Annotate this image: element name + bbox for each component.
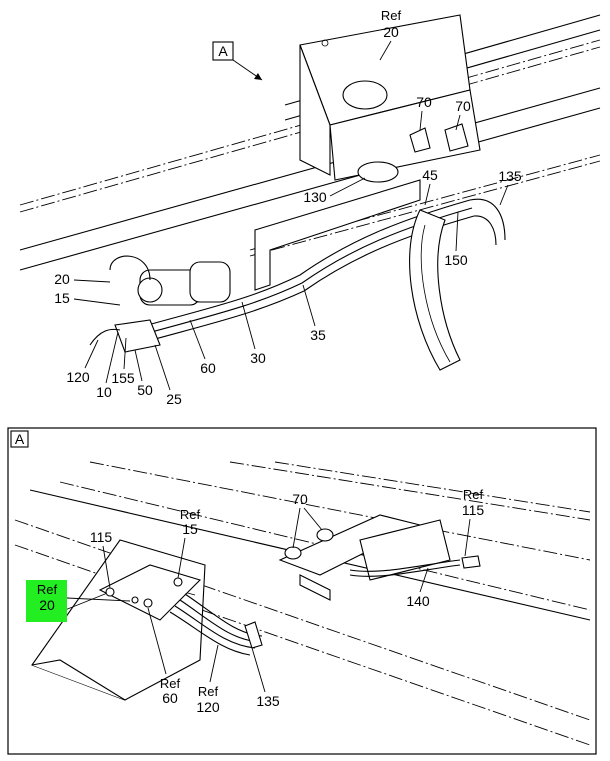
lower-ref15-num: 15	[182, 521, 198, 537]
view-a-tag: A	[218, 43, 228, 59]
ref20-highlight	[26, 580, 67, 622]
upper-label-35: 35	[310, 327, 326, 343]
upper-label-10: 10	[96, 384, 112, 400]
upper-label-30: 30	[250, 350, 266, 366]
lower-ref20-ref: Ref	[37, 582, 58, 597]
lower-ref60-ref: Ref	[160, 676, 181, 691]
upper-hose-bundle	[129, 198, 506, 371]
lower-hose-bundle	[169, 593, 263, 656]
upper-label-155: 155	[111, 370, 135, 386]
lower-callouts: 70 Ref 115 115 Ref 15 Ref 20 Ref 60 Ref …	[37, 487, 484, 715]
view-a-panel: A	[7, 427, 597, 755]
upper-label-60: 60	[200, 360, 216, 376]
crossmember-bracket	[254, 14, 481, 291]
upper-label-150: 150	[444, 252, 468, 268]
lower-ref115-num: 115	[462, 502, 485, 518]
upper-ref20-ref: Ref	[381, 8, 402, 23]
upper-label-70b: 70	[455, 98, 471, 114]
lower-ref120-ref: Ref	[198, 684, 219, 699]
lower-label-70: 70	[292, 491, 308, 507]
upper-label-20: 20	[54, 271, 70, 287]
upper-label-50: 50	[137, 382, 153, 398]
upper-label-135: 135	[498, 168, 522, 184]
upper-callouts: Ref 20 70 70 130 45 135 150 20 15 35 30 …	[54, 8, 522, 407]
lower-label-140: 140	[406, 593, 430, 609]
upper-label-15: 15	[54, 290, 70, 306]
upper-label-70a: 70	[416, 94, 432, 110]
upper-ref20-num: 20	[383, 24, 399, 40]
lower-ref115-ref: Ref	[463, 487, 484, 502]
upper-label-120: 120	[66, 369, 90, 385]
lower-ref20-num: 20	[39, 597, 55, 613]
upper-label-45: 45	[422, 167, 438, 183]
upper-label-25: 25	[166, 391, 182, 407]
lower-ref60-num: 60	[162, 690, 178, 706]
panel-tag: A	[15, 431, 25, 447]
lower-label-115: 115	[90, 529, 113, 545]
lower-ref120-num: 120	[196, 699, 220, 715]
lower-ref15-ref: Ref	[180, 507, 201, 522]
lower-crossmember	[278, 514, 481, 601]
air-dryer-assembly	[89, 255, 231, 353]
upper-label-130: 130	[303, 189, 327, 205]
lower-label-135: 135	[256, 693, 280, 709]
view-a-callout: A	[212, 41, 263, 81]
